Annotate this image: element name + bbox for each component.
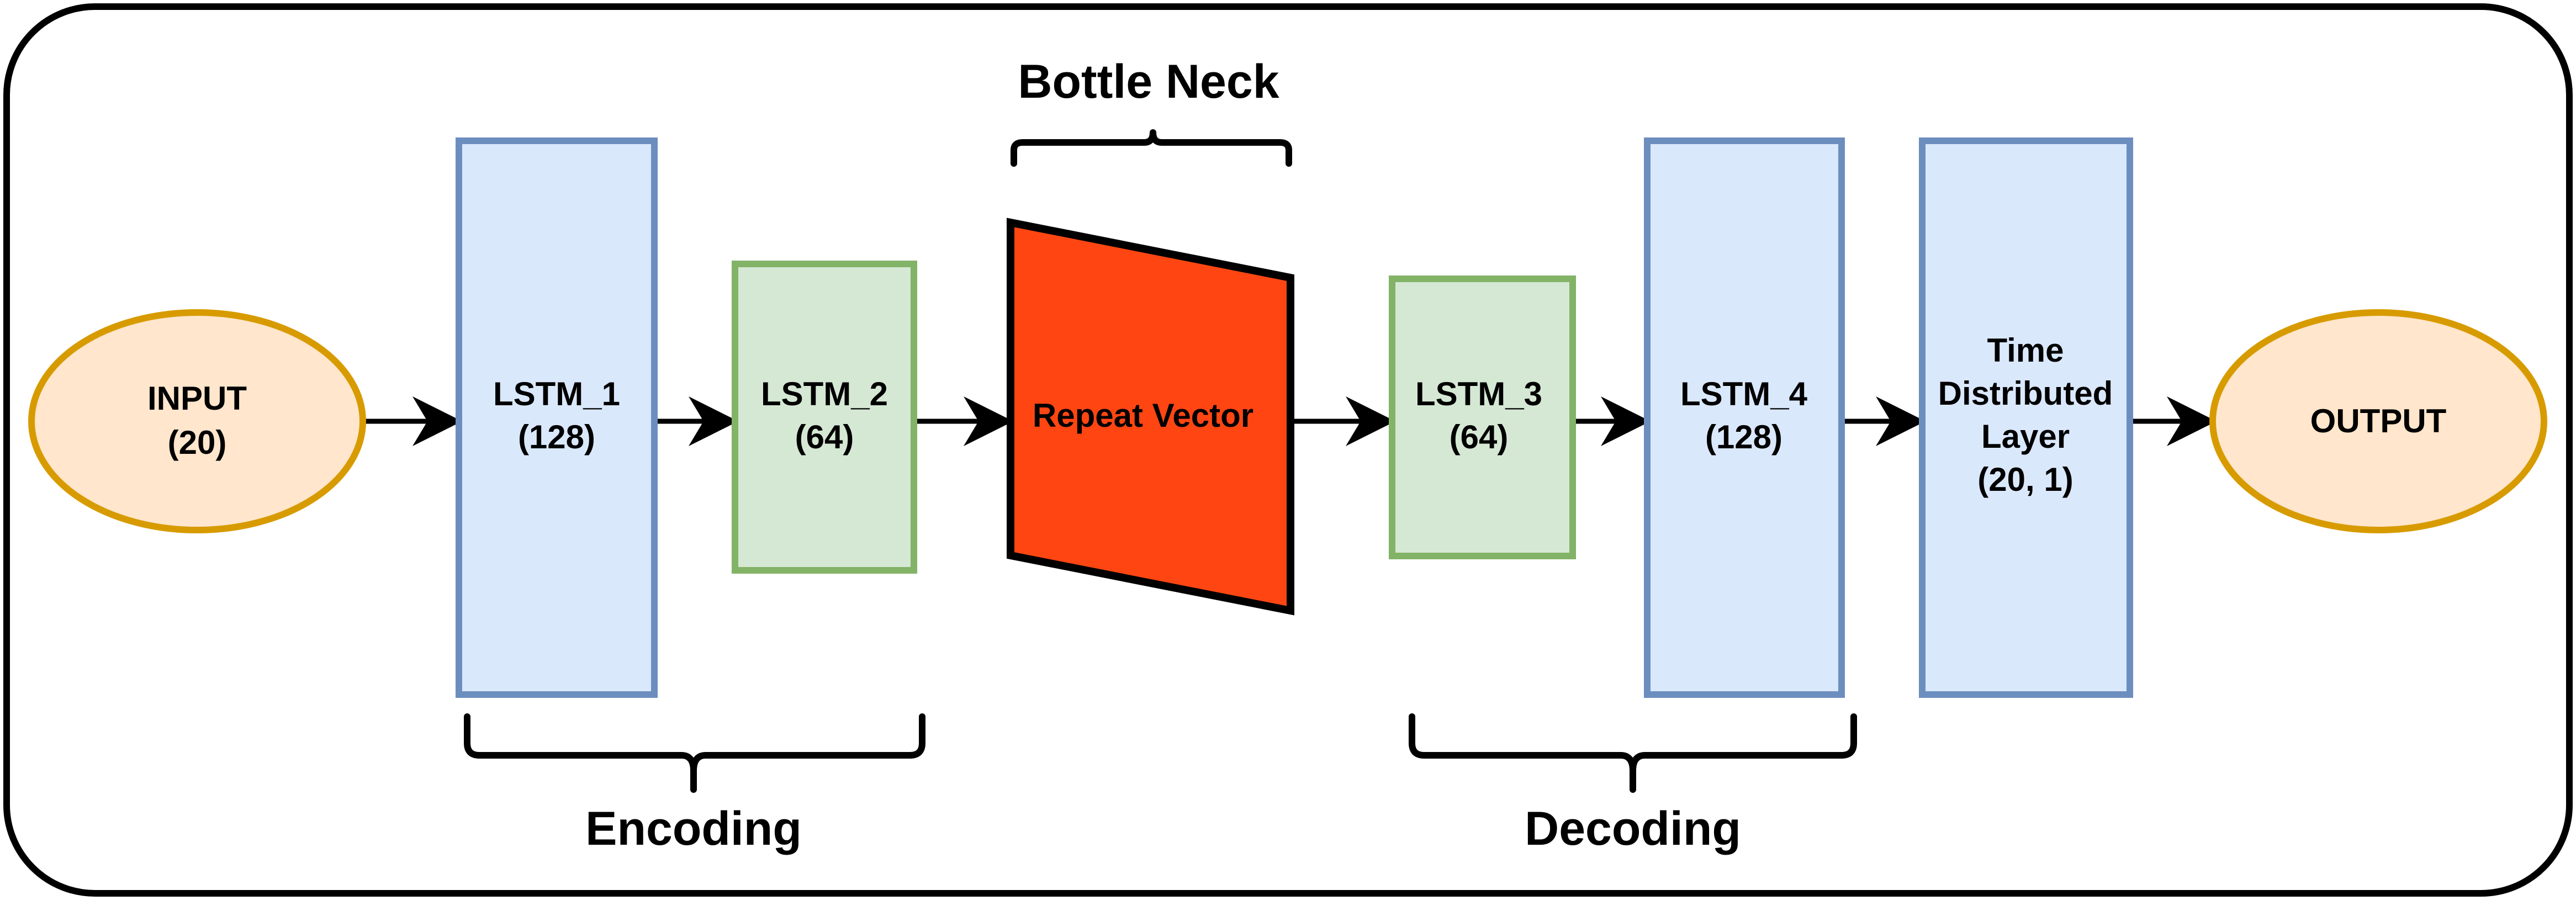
time-distributed-box bbox=[1919, 137, 2133, 698]
repeat-vector-node: Repeat Vector bbox=[1007, 218, 1294, 616]
decoding-group: Decoding bbox=[1409, 713, 1857, 855]
lstm-2-box bbox=[732, 261, 917, 574]
encoding-brace bbox=[464, 713, 925, 793]
input-node: INPUT (20) bbox=[28, 309, 366, 533]
encoding-group: Encoding bbox=[464, 713, 925, 855]
time-distributed-line3: Layer bbox=[1981, 418, 2070, 455]
bottleneck-group: Bottle Neck bbox=[1011, 55, 1292, 167]
time-distributed-shape: (20, 1) bbox=[1977, 461, 2073, 498]
time-distributed-node: Time Distributed Layer (20, 1) bbox=[1919, 137, 2133, 698]
lstm-1-node: LSTM_1 (128) bbox=[456, 137, 658, 698]
lstm-1-box bbox=[456, 137, 658, 698]
lstm-1-label: LSTM_1 bbox=[493, 375, 620, 412]
input-label: INPUT bbox=[147, 380, 247, 417]
bottleneck-brace bbox=[1011, 129, 1292, 167]
encoding-label: Encoding bbox=[585, 802, 802, 855]
lstm-4-size: (128) bbox=[1705, 419, 1782, 456]
lstm-2-node: LSTM_2 (64) bbox=[732, 261, 917, 574]
repeat-vector-shape bbox=[1007, 218, 1294, 616]
lstm-2-label: LSTM_2 bbox=[761, 375, 888, 412]
decoding-brace bbox=[1409, 713, 1857, 793]
time-distributed-line1: Time bbox=[1987, 332, 2064, 369]
output-label: OUTPUT bbox=[2310, 402, 2447, 439]
decoding-label: Decoding bbox=[1525, 802, 1741, 855]
bottleneck-label: Bottle Neck bbox=[1018, 55, 1279, 108]
time-distributed-line2: Distributed bbox=[1938, 375, 2113, 412]
input-ellipse bbox=[28, 309, 366, 533]
lstm-4-node: LSTM_4 (128) bbox=[1644, 137, 1845, 698]
output-node: OUTPUT bbox=[2209, 309, 2547, 533]
input-size: (20) bbox=[168, 424, 227, 461]
output-ellipse bbox=[2209, 309, 2547, 533]
lstm-3-box bbox=[1389, 276, 1576, 559]
repeat-vector-label: Repeat Vector bbox=[1033, 397, 1253, 434]
lstm-2-size: (64) bbox=[795, 419, 854, 456]
lstm-1-size: (128) bbox=[518, 419, 595, 456]
lstm-4-label: LSTM_4 bbox=[1680, 375, 1808, 412]
lstm-3-label: LSTM_3 bbox=[1415, 375, 1542, 412]
lstm-3-node: LSTM_3 (64) bbox=[1389, 276, 1576, 559]
lstm-4-box bbox=[1644, 137, 1845, 698]
lstm-3-size: (64) bbox=[1450, 419, 1509, 456]
